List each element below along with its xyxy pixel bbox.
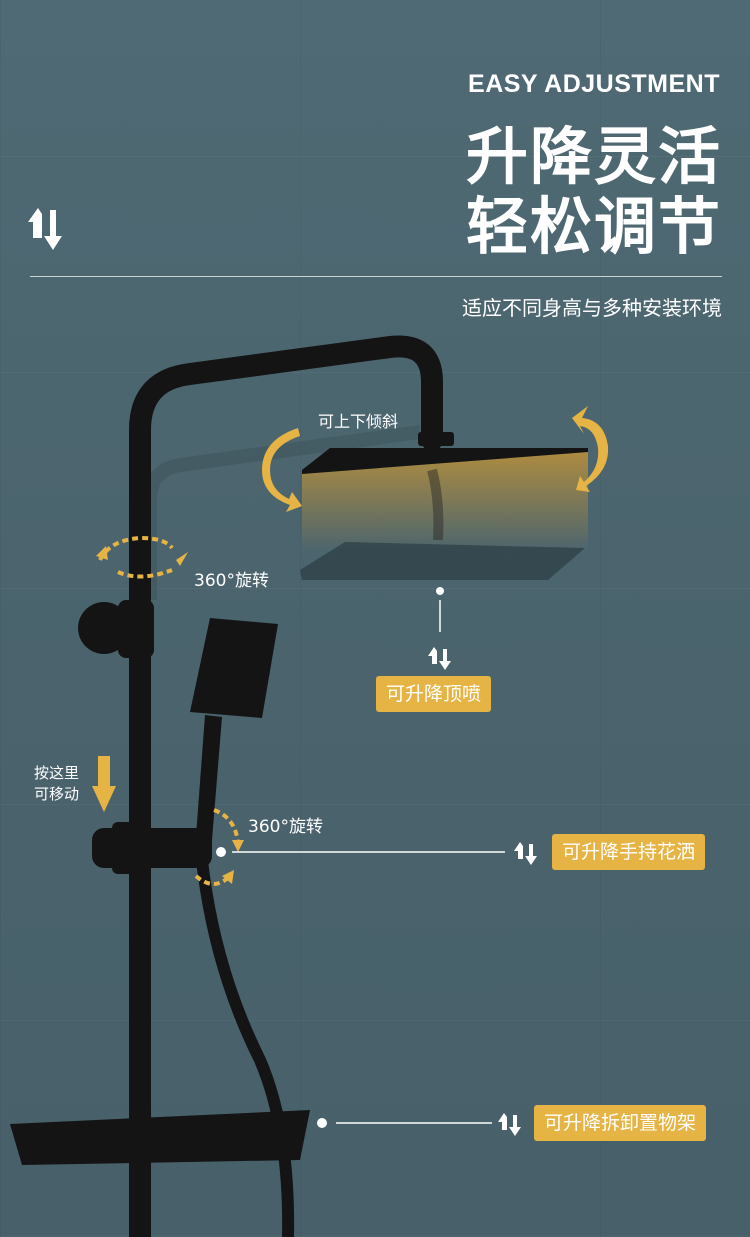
slider-holder xyxy=(92,822,212,874)
handheld-badge: 可升降手持花洒 xyxy=(552,834,706,870)
page-title-line-2: 轻松调节 xyxy=(465,190,722,263)
shelf xyxy=(10,1110,310,1165)
header-divider xyxy=(30,276,722,277)
press-hint-line-2: 可移动 xyxy=(34,785,80,803)
press-hint-line-1: 按这里 xyxy=(34,764,80,782)
page-description: 适应不同身高与多种安装环境 xyxy=(462,296,722,320)
shower-pipe xyxy=(129,335,443,1237)
rotate-top-label: 360°旋转 xyxy=(194,571,269,591)
up-down-arrows-icon xyxy=(498,1113,521,1136)
up-down-arrows-icon xyxy=(514,842,537,865)
top-shower-head xyxy=(302,448,588,474)
head-glow xyxy=(302,450,588,552)
rotate-arrowhead xyxy=(232,840,244,852)
up-down-arrows-icon xyxy=(428,647,451,670)
up-down-arrows-icon xyxy=(28,208,62,250)
rotate-arrows-icon xyxy=(98,535,174,579)
pointer-lines xyxy=(216,587,505,1128)
subtitle-english: EASY ADJUSTMENT xyxy=(468,70,720,98)
top-spray-badge: 可升降顶喷 xyxy=(376,676,492,712)
rotate-arrowhead xyxy=(176,552,188,566)
handheld-shower xyxy=(190,618,278,840)
tilt-arrow-icon xyxy=(262,406,609,512)
shower-hose xyxy=(194,839,295,1237)
rotate-arrowhead xyxy=(96,546,108,560)
valve-body xyxy=(118,600,154,658)
tilt-label: 可上下倾斜 xyxy=(318,412,399,431)
head-connector xyxy=(418,432,454,446)
head-stem-reflection xyxy=(427,468,444,541)
page-title-line-1: 升降灵活 xyxy=(465,120,722,193)
down-arrow-icon xyxy=(92,756,116,812)
head-shadow xyxy=(300,542,585,580)
rotate-arrowhead xyxy=(222,870,234,884)
rotate-handheld-label: 360°旋转 xyxy=(248,817,323,837)
shelf-badge: 可升降拆卸置物架 xyxy=(534,1105,707,1141)
valve-knob xyxy=(78,602,130,654)
